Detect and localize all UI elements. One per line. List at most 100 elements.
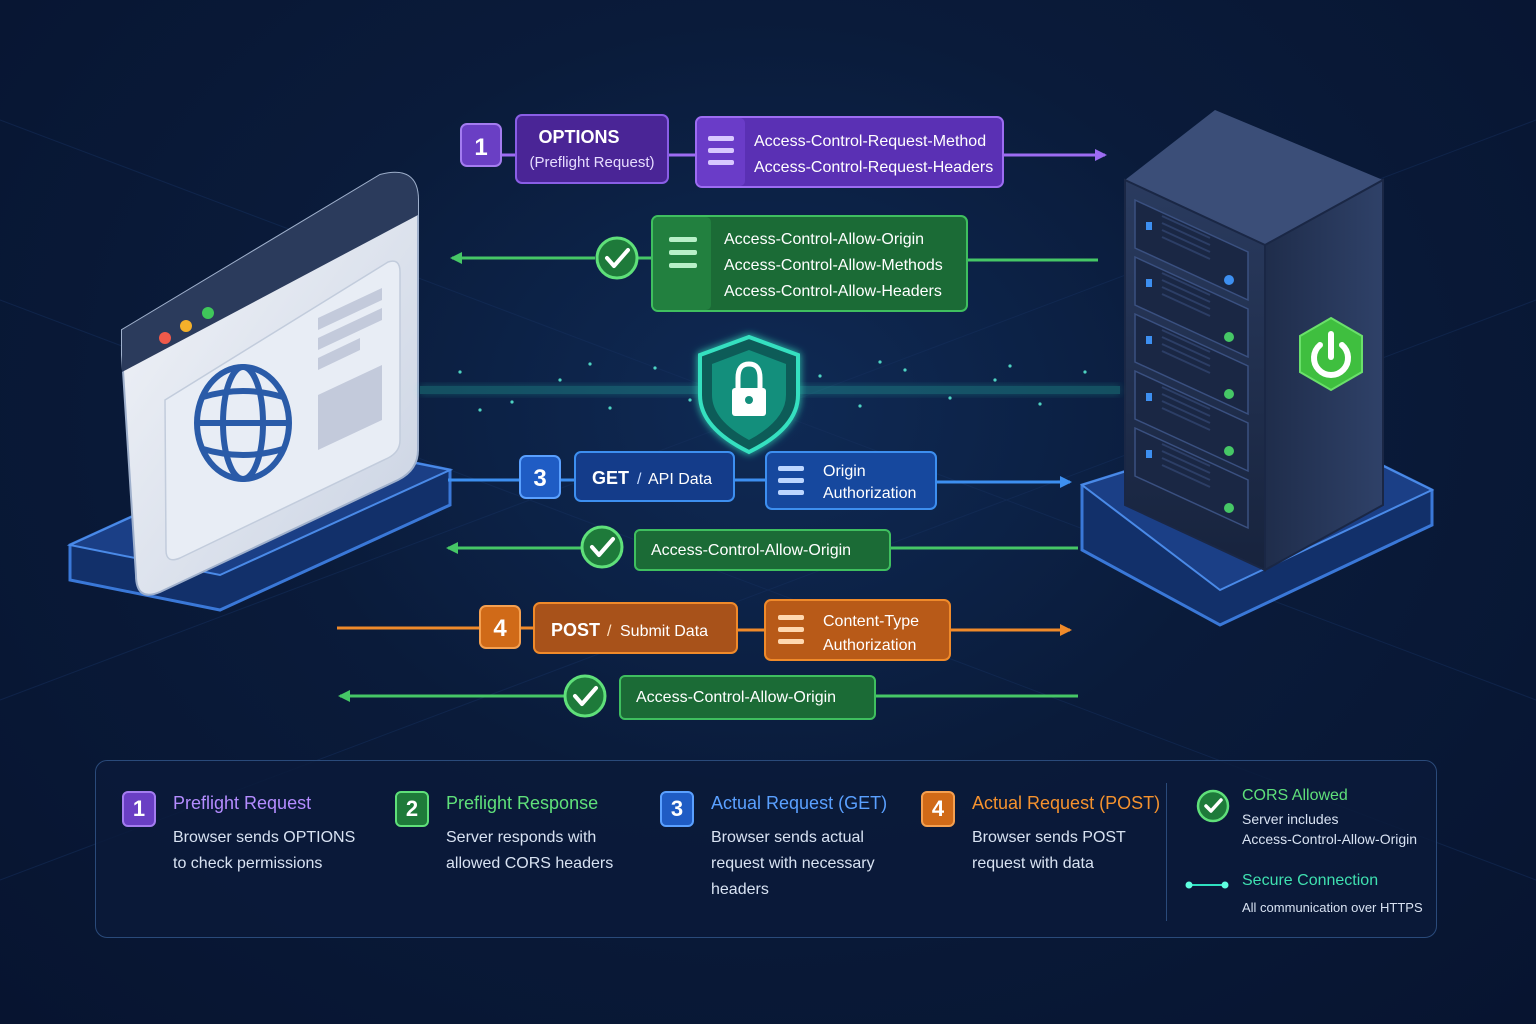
legend-number: 2 xyxy=(395,791,429,827)
legend-description: Server responds with allowed CORS header… xyxy=(446,825,646,877)
server-status-led xyxy=(1224,275,1234,285)
legend-desc-line: to check permissions xyxy=(173,855,323,872)
server-vent-line xyxy=(1161,229,1211,253)
legend-desc-line: request with necessary xyxy=(711,855,875,872)
legend-title: Actual Request (GET) xyxy=(711,793,888,813)
maximize-dot xyxy=(202,307,214,319)
server-indicator xyxy=(1146,336,1152,344)
beam-sparkle xyxy=(858,404,862,408)
beam-sparkle xyxy=(1083,370,1087,374)
beam-sparkle xyxy=(878,360,882,364)
server-indicator xyxy=(1146,393,1152,401)
beam-sparkle xyxy=(608,406,612,410)
step-3-get-request: 3 GET / API Data Origin Authorization xyxy=(448,451,1072,510)
post-authorization-header: Authorization xyxy=(823,637,916,654)
legend-title: Preflight Request xyxy=(173,793,312,813)
cors-desc-line: Server includes xyxy=(1242,811,1339,827)
server-vent-line xyxy=(1161,450,1211,474)
legend-desc-line: Browser sends POST xyxy=(972,829,1126,846)
cors-desc-line: Access-Control-Allow-Origin xyxy=(1242,831,1418,847)
content-type-header: Content-Type xyxy=(823,613,919,630)
legend-number: 4 xyxy=(921,791,955,827)
origin-header: Origin xyxy=(823,463,866,480)
request-header-headers: Access-Control-Request-Headers xyxy=(754,159,993,176)
post-method-label: POST xyxy=(551,620,600,640)
server-status-led xyxy=(1224,446,1234,456)
server-vent-line xyxy=(1161,286,1211,310)
legend-title: Actual Request (POST) xyxy=(972,793,1161,813)
server-vent-line xyxy=(1161,343,1211,367)
beam-sparkle xyxy=(948,396,952,400)
check-circle-icon xyxy=(580,525,624,569)
beam-sparkle xyxy=(1008,364,1012,368)
beam-sparkle xyxy=(653,366,657,370)
request-header-method: Access-Control-Request-Method xyxy=(754,133,986,150)
get-method-label: GET xyxy=(592,468,629,488)
server-vent-line xyxy=(1161,400,1211,424)
legend-panel: 1 Preflight Request Browser sends OPTION… xyxy=(95,760,1437,938)
server-indicator xyxy=(1146,450,1152,458)
allow-origin-header: Access-Control-Allow-Origin xyxy=(724,231,924,248)
cors-allowed-desc: Server includes Access-Control-Allow-Ori… xyxy=(1242,809,1417,849)
server-vent-line xyxy=(1161,386,1211,410)
allow-methods-header: Access-Control-Allow-Methods xyxy=(724,257,943,274)
step-2-preflight-response: Access-Control-Allow-Origin Access-Contr… xyxy=(450,215,1098,312)
close-dot xyxy=(159,332,171,344)
check-circle-icon xyxy=(595,236,639,280)
list-icon xyxy=(778,615,804,644)
legend-desc-line: request with data xyxy=(972,855,1094,872)
server-vent-line xyxy=(1161,222,1211,246)
post-separator: / xyxy=(607,623,612,640)
server-vent-line xyxy=(1161,457,1211,481)
step-3-number: 3 xyxy=(533,465,546,492)
shield-lock-icon xyxy=(698,334,800,455)
beam-sparkle xyxy=(558,378,562,382)
beam-sparkle xyxy=(588,362,592,366)
server-vent-line xyxy=(1161,215,1211,239)
beam-sparkle xyxy=(458,370,462,374)
server-vent-line xyxy=(1161,329,1211,353)
globe-icon xyxy=(194,364,292,482)
secure-connection-title: Secure Connection xyxy=(1242,872,1379,889)
legend-title: Preflight Response xyxy=(446,793,599,813)
beam-sparkle xyxy=(818,374,822,378)
post-method-sub: Submit Data xyxy=(620,623,708,640)
beam-sparkle xyxy=(993,378,997,382)
step-1-number: 1 xyxy=(474,134,487,161)
server-status-led xyxy=(1224,332,1234,342)
legend-desc-line: headers xyxy=(711,881,769,898)
step-3-response: Access-Control-Allow-Origin xyxy=(446,525,1078,571)
step-1-preflight-request: 1 OPTIONS (Preflight Request) Access-Con… xyxy=(460,114,1107,188)
browser-window-icon xyxy=(66,171,454,612)
options-method-label: OPTIONS xyxy=(538,127,619,147)
server-vent-line xyxy=(1161,236,1211,260)
check-circle-icon xyxy=(1196,789,1230,823)
beam-sparkle xyxy=(688,398,692,402)
list-icon xyxy=(669,237,697,268)
get-allow-origin-header: Access-Control-Allow-Origin xyxy=(651,542,851,559)
secure-connection-line-icon xyxy=(1185,881,1229,889)
server-status-led xyxy=(1224,503,1234,513)
beam-sparkle xyxy=(510,400,514,404)
step-4-response: Access-Control-Allow-Origin xyxy=(338,674,1078,720)
get-method-sub: API Data xyxy=(648,471,712,488)
beam-sparkle xyxy=(1038,402,1042,406)
legend-divider xyxy=(1166,783,1167,921)
server-vent-line xyxy=(1161,443,1211,467)
server-rack-icon xyxy=(1079,110,1435,627)
legend-desc-line: Browser sends OPTIONS xyxy=(173,829,356,846)
allow-headers-header: Access-Control-Allow-Headers xyxy=(724,283,942,300)
legend-description: Browser sends OPTIONS to check permissio… xyxy=(173,825,373,877)
server-vent-line xyxy=(1161,393,1211,417)
secure-connection-desc: All communication over HTTPS xyxy=(1242,900,1423,915)
server-vent-line xyxy=(1161,272,1211,296)
legend-description: Browser sends POST request with data xyxy=(972,825,1172,877)
server-vent-line xyxy=(1161,350,1211,374)
check-circle-icon xyxy=(563,674,607,718)
legend-description: Browser sends actual request with necess… xyxy=(711,825,911,903)
minimize-dot xyxy=(180,320,192,332)
list-icon xyxy=(708,136,734,165)
cors-allowed-title: CORS Allowed xyxy=(1242,787,1348,804)
legend-desc-line: allowed CORS headers xyxy=(446,855,614,872)
